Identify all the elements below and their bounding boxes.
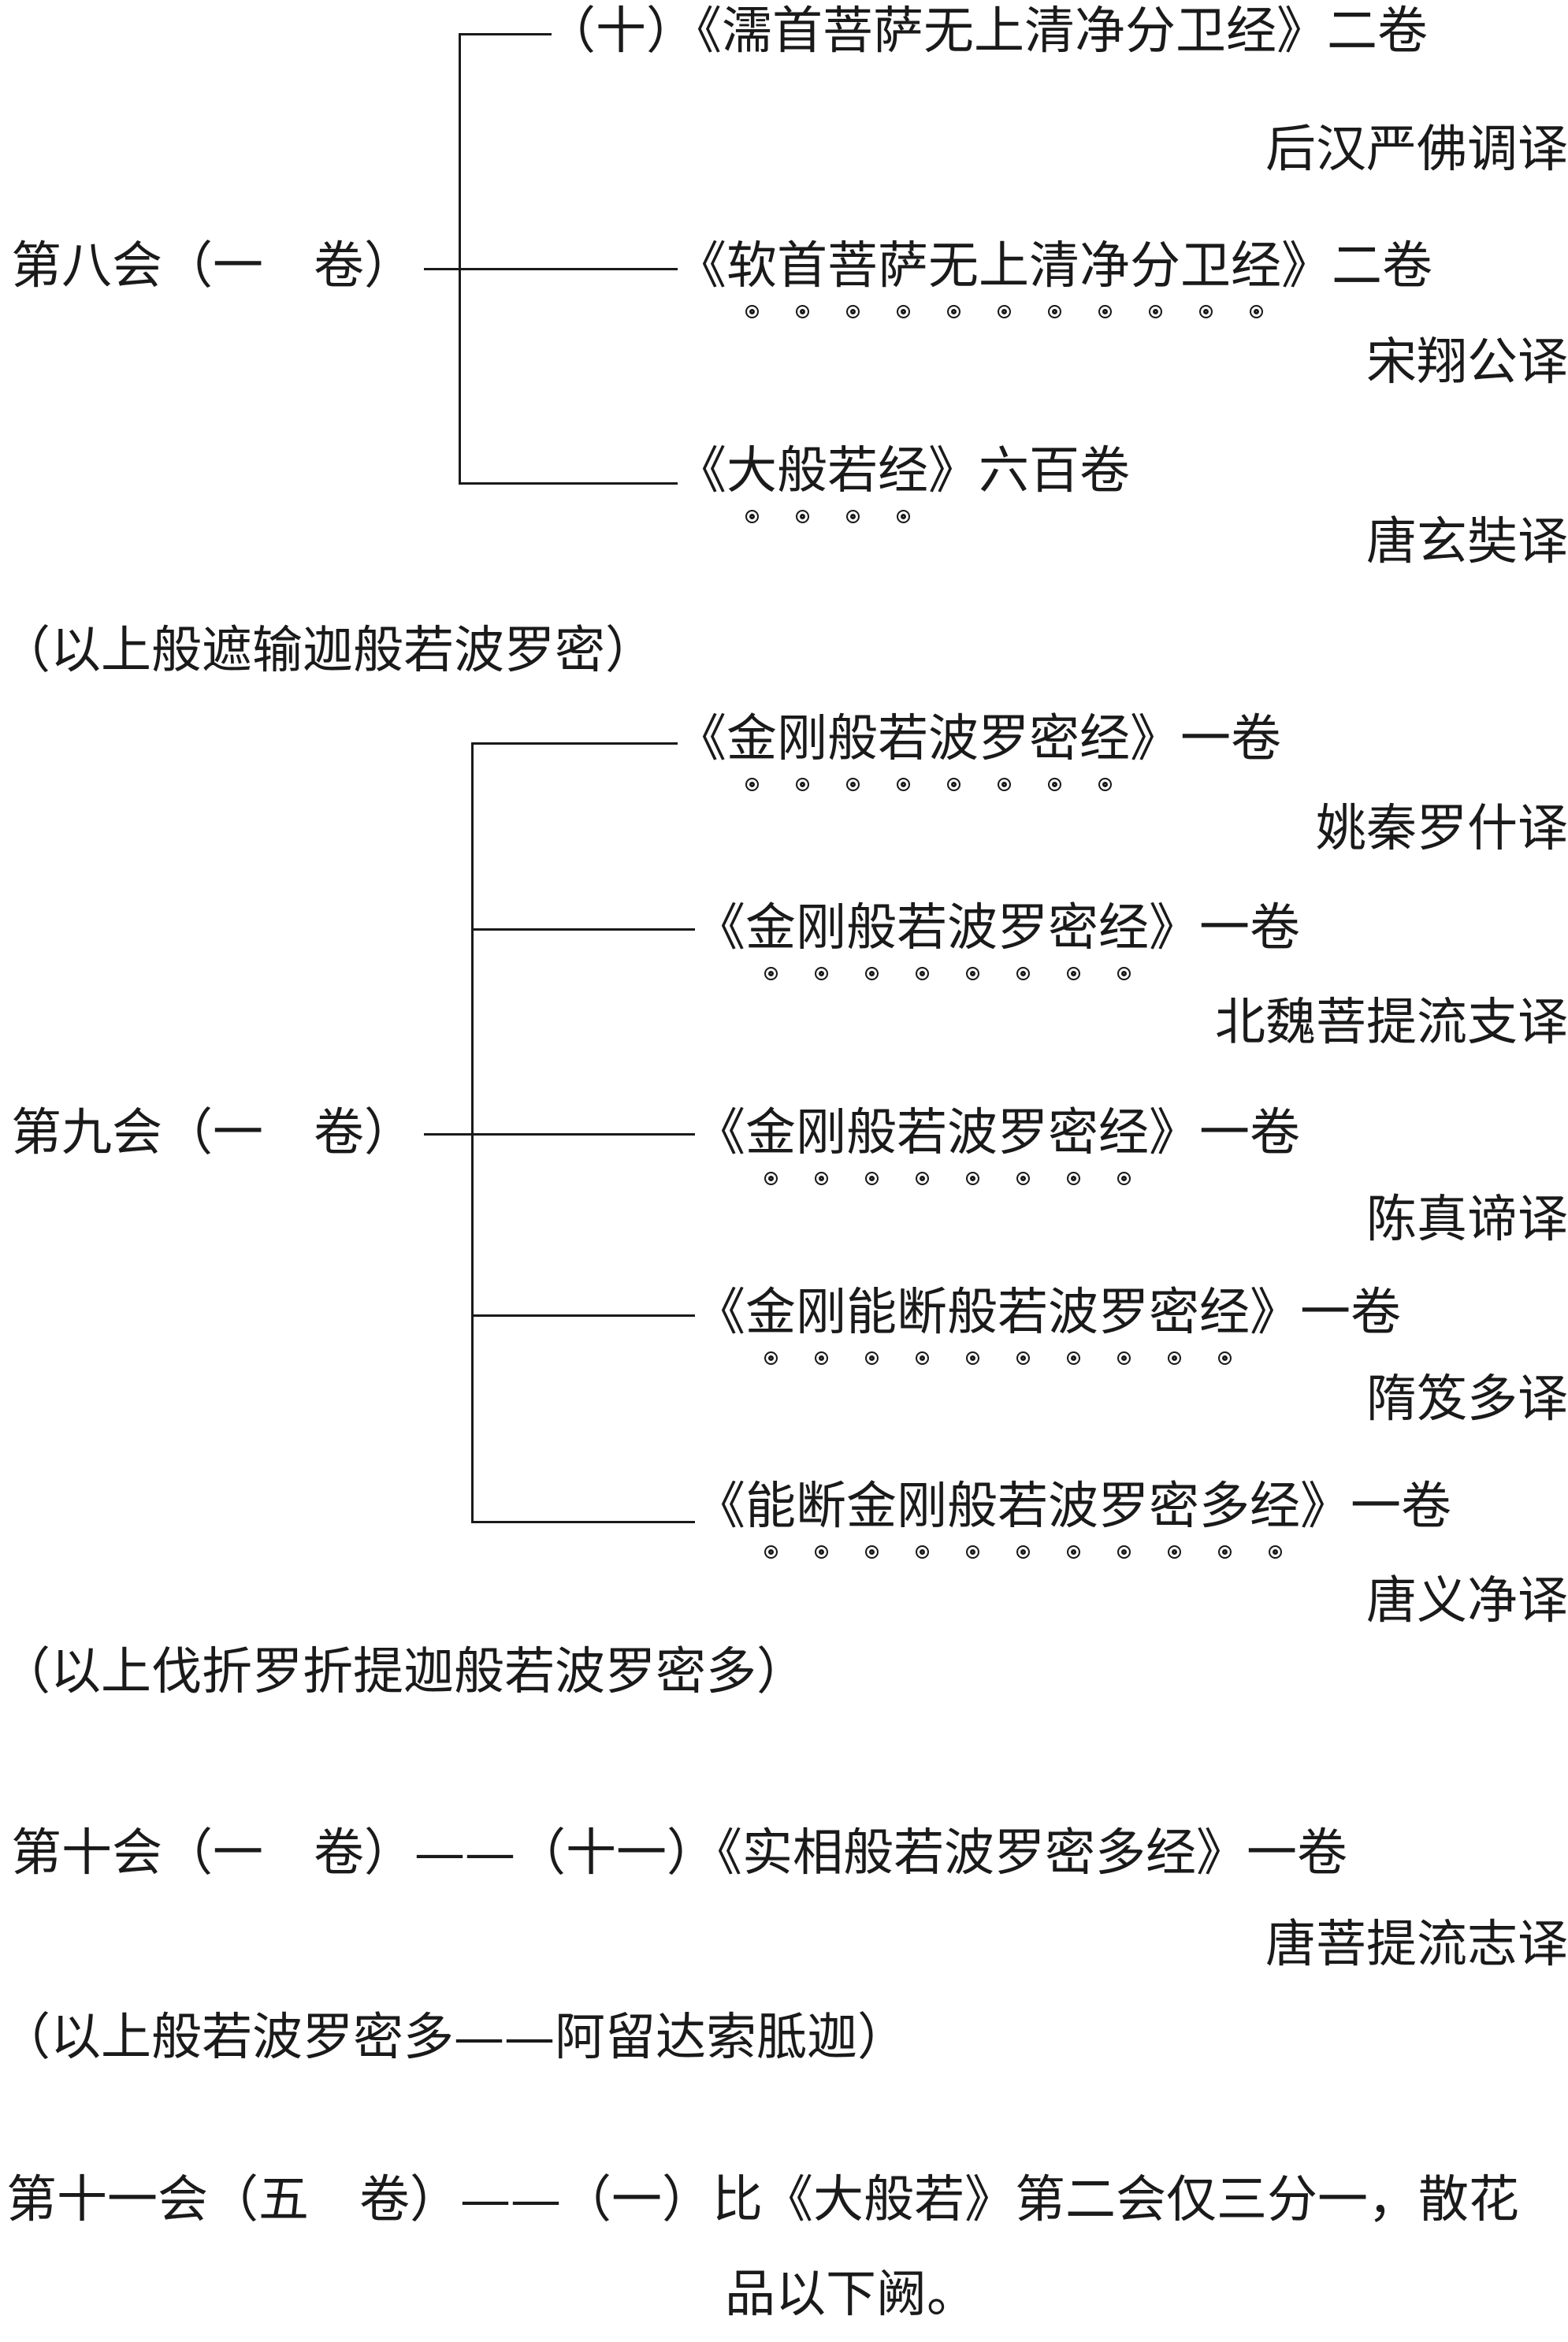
text-segment: 第十会（一 卷）——（十一）《 [11,1824,742,1883]
text-segment: 《 [695,899,745,957]
bracket-9-bottom [471,1521,695,1523]
bracket-8-bottom [459,482,678,485]
entry-9a-translator: 姚秦罗什译 [1316,797,1568,861]
text-segment: 《 [676,710,726,768]
bracket-8-middle [424,268,678,270]
text-segment: 北魏菩提流支译 [1215,994,1568,1052]
text-segment: 实相般若波罗密多经 [742,1824,1196,1883]
text-segment: 品以下阙。 [725,2266,977,2324]
bracket-8-top [459,33,552,35]
text-segment: 》一卷 [1149,1104,1300,1162]
text-segment: 《 [676,237,726,296]
entry-8b-title: 《软首菩萨无上清净分卫经》二卷 [676,235,1432,318]
text-segment: 》二卷 [1281,237,1432,296]
note-2: （以上伐折罗折提迦般若波罗密多） [0,1641,807,1704]
bracket-9-second [471,928,695,931]
text-segment: 濡首菩萨无上清净分卫经 [722,2,1276,61]
book-title-marked: 大般若经 [726,442,928,523]
entry-9c-title: 《金刚般若波罗密经》一卷 [695,1102,1300,1185]
text-segment: 第八会（一 卷） [11,237,414,296]
book-title-marked: 金刚能断般若波罗密经 [745,1284,1250,1365]
text-segment: 《 [695,1104,745,1162]
assembly-11-line-cont: 品以下阙。 [725,2263,977,2326]
text-segment: 陈真谛译 [1366,1191,1568,1249]
entry-11-translator: 唐菩提流志译 [1265,1913,1568,1976]
text-segment: 后汉严佛调译 [1265,121,1568,179]
bracket-8-vertical [459,33,461,484]
entry-9b-translator: 北魏菩提流支译 [1215,991,1568,1054]
book-title-marked: 金刚般若波罗密经 [726,710,1130,791]
text-segment: 唐菩提流志译 [1265,1916,1568,1974]
entry-9e-title: 《能断金刚般若波罗密多经》一卷 [695,1475,1451,1559]
bracket-9-top [471,742,678,745]
entry-9a-title: 《金刚般若波罗密经》一卷 [676,708,1281,791]
text-segment: 唐义净译 [1366,1572,1568,1630]
text-segment: 》一卷 [1300,1478,1451,1536]
text-segment: 》二卷 [1276,2,1428,61]
text-segment: 《 [695,1478,745,1536]
entry-10-translator: 后汉严佛调译 [1265,118,1568,181]
entry-8c-translator: 唐玄奘译 [1366,511,1568,574]
book-title-marked: 软首菩萨无上清净分卫经 [726,237,1281,318]
assembly-8-heading: 第八会（一 卷） [11,235,414,298]
text-segment: 第十一会（五 卷）——（一）比《大般若》第二会仅三分一，散花 [6,2171,1519,2229]
note-1: （以上般遮输迦般若波罗密） [0,619,656,682]
text-segment: 宋翔公译 [1366,333,1568,392]
text-segment: 《 [695,1284,745,1342]
text-segment: 》一卷 [1196,1824,1347,1883]
text-segment: 》一卷 [1130,710,1281,768]
assembly-11-line: 第十一会（五 卷）——（一）比《大般若》第二会仅三分一，散花 [6,2169,1519,2232]
bracket-9-middle [424,1133,695,1136]
note-3: （以上般若波罗密多——阿留达索胝迦） [0,2006,908,2069]
text-segment: 姚秦罗什译 [1316,800,1568,858]
entry-9d-translator: 隋笈多译 [1366,1368,1568,1431]
bracket-9-vertical [471,742,474,1522]
entry-9c-translator: 陈真谛译 [1366,1188,1568,1251]
text-segment: 第九会（一 卷） [11,1104,414,1162]
text-segment: 》六百卷 [928,442,1130,500]
bracket-9-fourth [471,1314,695,1317]
text-segment: 》一卷 [1250,1284,1401,1342]
assembly-10-line: 第十会（一 卷）——（十一）《实相般若波罗密多经》一卷 [11,1822,1347,1885]
text-segment: （十）《 [545,2,722,61]
assembly-9-heading: 第九会（一 卷） [11,1102,414,1165]
book-title-marked: 金刚般若波罗密经 [745,1104,1149,1185]
text-segment: 唐玄奘译 [1366,513,1568,571]
entry-8c-title: 《大般若经》六百卷 [676,440,1130,523]
entry-8b-translator: 宋翔公译 [1366,331,1568,394]
book-title-marked: 能断金刚般若波罗密多经 [745,1478,1300,1559]
text-segment: （以上伐折罗折提迦般若波罗密多） [0,1643,807,1701]
text-segment: （以上般遮输迦般若波罗密） [0,622,656,680]
book-title-marked: 金刚般若波罗密经 [745,899,1149,980]
text-segment: （以上般若波罗密多——阿留达索胝迦） [0,2009,908,2067]
entry-9e-translator: 唐义净译 [1366,1570,1568,1633]
entry-10-title: （十）《濡首菩萨无上清净分卫经》二卷 [545,0,1428,63]
text-segment: 隋笈多译 [1366,1370,1568,1429]
entry-9d-title: 《金刚能断般若波罗密经》一卷 [695,1281,1401,1365]
entry-9b-title: 《金刚般若波罗密经》一卷 [695,897,1300,980]
text-segment: 《 [676,442,726,500]
text-segment: 》一卷 [1149,899,1300,957]
